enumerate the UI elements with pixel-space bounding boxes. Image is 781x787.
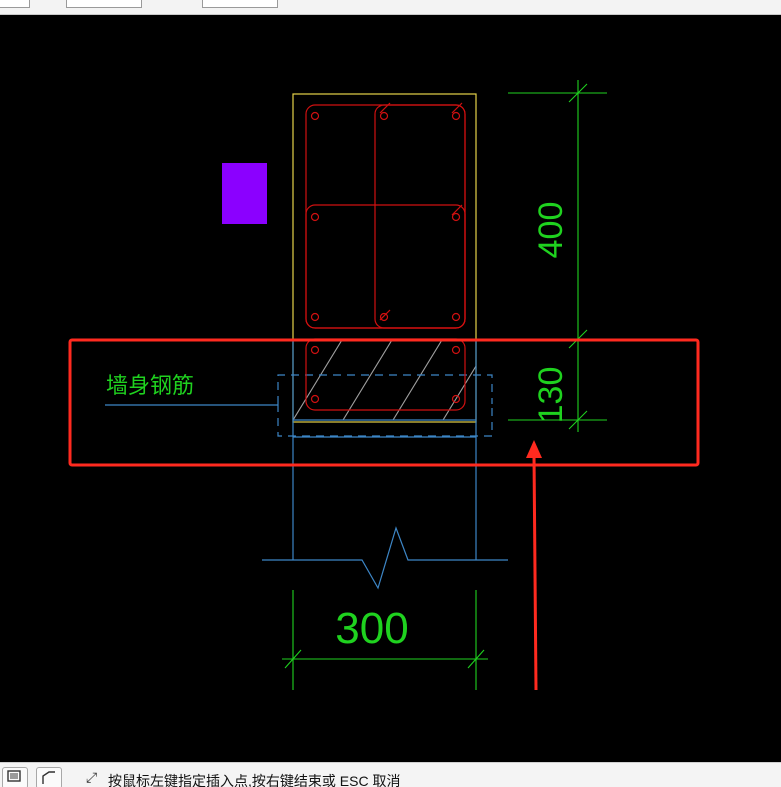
dimension-horizontal bbox=[282, 590, 488, 690]
toolbar-field-2[interactable] bbox=[66, 0, 142, 8]
resize-arrow-icon: ⤢ bbox=[86, 769, 98, 785]
top-toolbar bbox=[0, 0, 781, 15]
wall-section bbox=[105, 340, 508, 590]
command-prompt: 按鼠标左键指定插入点,按右键结束或 ESC 取消 bbox=[108, 773, 401, 787]
toolbar-field-1[interactable] bbox=[0, 0, 30, 8]
highlight-arrow bbox=[526, 440, 542, 691]
dimension-300-label: 300 bbox=[335, 604, 408, 653]
status-bar: ⤢ 按鼠标左键指定插入点,按右键结束或 ESC 取消 bbox=[0, 762, 781, 787]
toolbar-field-3[interactable] bbox=[202, 0, 278, 8]
purple-block bbox=[222, 163, 267, 224]
slab-hatch bbox=[293, 340, 476, 420]
highlight-rectangle bbox=[68, 338, 700, 467]
dimension-130-label: 130 bbox=[532, 367, 570, 424]
polyline-icon bbox=[42, 771, 55, 784]
wall-rebar-label: 墙身钢筋 bbox=[106, 374, 194, 399]
select-window-icon bbox=[7, 770, 21, 782]
rebar-cage bbox=[305, 102, 466, 411]
drawing-canvas[interactable]: 400 130 300 墙身钢筋 bbox=[0, 15, 781, 762]
dimension-400-label: 400 bbox=[532, 202, 570, 259]
select-window-button[interactable] bbox=[2, 767, 28, 787]
polyline-button[interactable] bbox=[36, 767, 62, 787]
beam-outline bbox=[292, 93, 477, 423]
